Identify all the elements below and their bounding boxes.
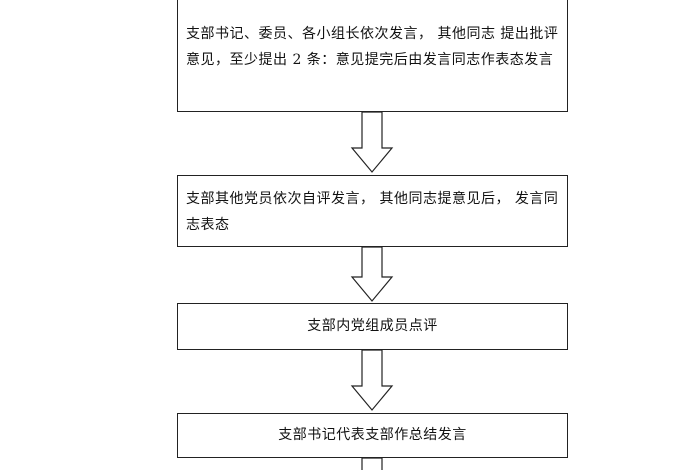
flow-step-3-text: 支部内党组成员点评 [307, 318, 438, 334]
flow-step-1-text: 支部书记、委员、各小组长依次发言， 其他同志 提出批评意见，至少提出 2 条：意… [186, 26, 559, 68]
flow-step-4-text: 支部书记代表支部作总结发言 [278, 427, 467, 443]
down-arrow-icon-4 [361, 458, 383, 470]
down-arrow-icon-1 [350, 112, 394, 173]
flow-step-1-box: 支部书记、委员、各小组长依次发言， 其他同志 提出批评意见，至少提出 2 条：意… [177, 0, 568, 112]
flow-step-2-box: 支部其他党员依次自评发言， 其他同志提意见后， 发言同志表态 [177, 175, 568, 247]
flow-step-4-box: 支部书记代表支部作总结发言 [177, 413, 568, 458]
down-arrow-icon-2 [350, 247, 394, 302]
flow-step-2-text: 支部其他党员依次自评发言， 其他同志提意见后， 发言同志表态 [186, 191, 559, 233]
flow-step-3-box: 支部内党组成员点评 [177, 303, 568, 350]
down-arrow-icon-3 [350, 350, 394, 411]
